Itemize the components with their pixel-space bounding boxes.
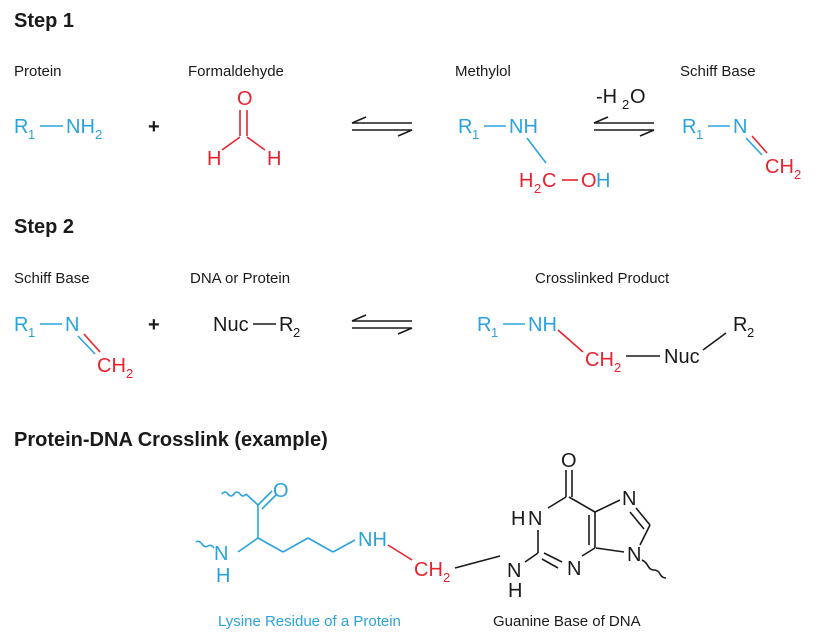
svg-text:N: N [65, 314, 79, 336]
schiff-base-structure-2: R 1 N CH 2 [14, 314, 133, 381]
label-schiff-base-2: Schiff Base [14, 270, 90, 287]
water-loss-label: -H 2 O [596, 86, 646, 112]
svg-text:2: 2 [293, 325, 300, 340]
svg-text:H: H [596, 170, 610, 192]
svg-text:Nuc: Nuc [213, 314, 249, 336]
svg-text:CH: CH [765, 156, 794, 178]
crosslinked-product-structure: R 1 NH CH 2 Nuc R 2 [477, 314, 754, 375]
svg-text:R: R [733, 314, 747, 336]
step3-heading: Protein-DNA Crosslink (example) [14, 429, 328, 451]
plus-sign-1: + [148, 116, 160, 138]
svg-text:N: N [507, 560, 521, 582]
label-protein: Protein [14, 63, 62, 80]
svg-text:H: H [519, 170, 533, 192]
svg-text:R: R [14, 314, 28, 336]
svg-text:R: R [682, 116, 696, 138]
svg-text:H: H [508, 580, 522, 602]
label-dna-or-protein: DNA or Protein [190, 270, 290, 287]
svg-text:CH: CH [97, 355, 126, 377]
svg-text:2: 2 [614, 360, 621, 375]
svg-text:R: R [458, 116, 472, 138]
svg-text:NH: NH [358, 529, 387, 551]
plus-sign-2: + [148, 314, 160, 336]
methylol-structure: R 1 NH H 2 C O H [458, 116, 610, 196]
caption-guanine: Guanine Base of DNA [493, 613, 641, 630]
svg-text:-H: -H [596, 86, 617, 108]
svg-text:1: 1 [28, 325, 35, 340]
svg-text:H: H [267, 148, 281, 170]
svg-text:N: N [733, 116, 747, 138]
svg-text:N: N [214, 543, 228, 565]
svg-text:NH: NH [66, 116, 95, 138]
svg-text:2: 2 [622, 97, 629, 112]
svg-text:Nuc: Nuc [664, 346, 700, 368]
label-methylol: Methylol [455, 63, 511, 80]
svg-text:1: 1 [472, 127, 479, 142]
svg-text:O: O [561, 450, 577, 472]
svg-text:O: O [581, 170, 597, 192]
equilibrium-arrow-1 [351, 116, 413, 137]
nucleophile-structure: Nuc R 2 [213, 314, 300, 340]
svg-text:N: N [528, 508, 542, 530]
svg-text:2: 2 [794, 167, 801, 182]
svg-text:2: 2 [534, 181, 541, 196]
svg-text:NH: NH [528, 314, 557, 336]
formaldehyde-structure: O H H [207, 88, 281, 170]
svg-text:2: 2 [95, 127, 102, 142]
schiff-base-structure-1: R 1 N CH 2 [682, 116, 801, 182]
label-schiff-base-1: Schiff Base [680, 63, 756, 80]
svg-text:2: 2 [126, 366, 133, 381]
svg-text:C: C [542, 170, 556, 192]
step2-heading: Step 2 [14, 216, 74, 238]
svg-text:H: H [207, 148, 221, 170]
methylene-bridge: CH 2 [387, 544, 501, 585]
svg-text:N: N [627, 544, 641, 566]
guanine-base-structure: N H N H O N N N [507, 450, 667, 602]
lysine-residue-structure: O N H NH [195, 480, 387, 587]
equilibrium-arrow-2 [593, 116, 655, 137]
svg-text:NH: NH [509, 116, 538, 138]
svg-text:O: O [273, 480, 289, 502]
svg-text:1: 1 [696, 127, 703, 142]
equilibrium-arrow-3 [351, 314, 413, 335]
svg-text:H: H [511, 508, 525, 530]
svg-text:1: 1 [28, 127, 35, 142]
svg-text:O: O [237, 88, 253, 110]
svg-text:CH: CH [414, 559, 443, 581]
svg-text:R: R [477, 314, 491, 336]
svg-text:R: R [14, 116, 28, 138]
svg-text:CH: CH [585, 349, 614, 371]
svg-text:2: 2 [747, 325, 754, 340]
protein-amine: R 1 NH 2 [14, 116, 102, 142]
svg-text:O: O [630, 86, 646, 108]
svg-text:N: N [567, 558, 581, 580]
label-formaldehyde: Formaldehyde [188, 63, 284, 80]
svg-text:1: 1 [491, 325, 498, 340]
label-crosslinked-product: Crosslinked Product [535, 270, 670, 287]
svg-text:H: H [216, 565, 230, 587]
step1-heading: Step 1 [14, 10, 74, 32]
svg-text:2: 2 [443, 570, 450, 585]
svg-text:R: R [279, 314, 293, 336]
svg-text:N: N [622, 488, 636, 510]
caption-lysine: Lysine Residue of a Protein [218, 613, 401, 630]
